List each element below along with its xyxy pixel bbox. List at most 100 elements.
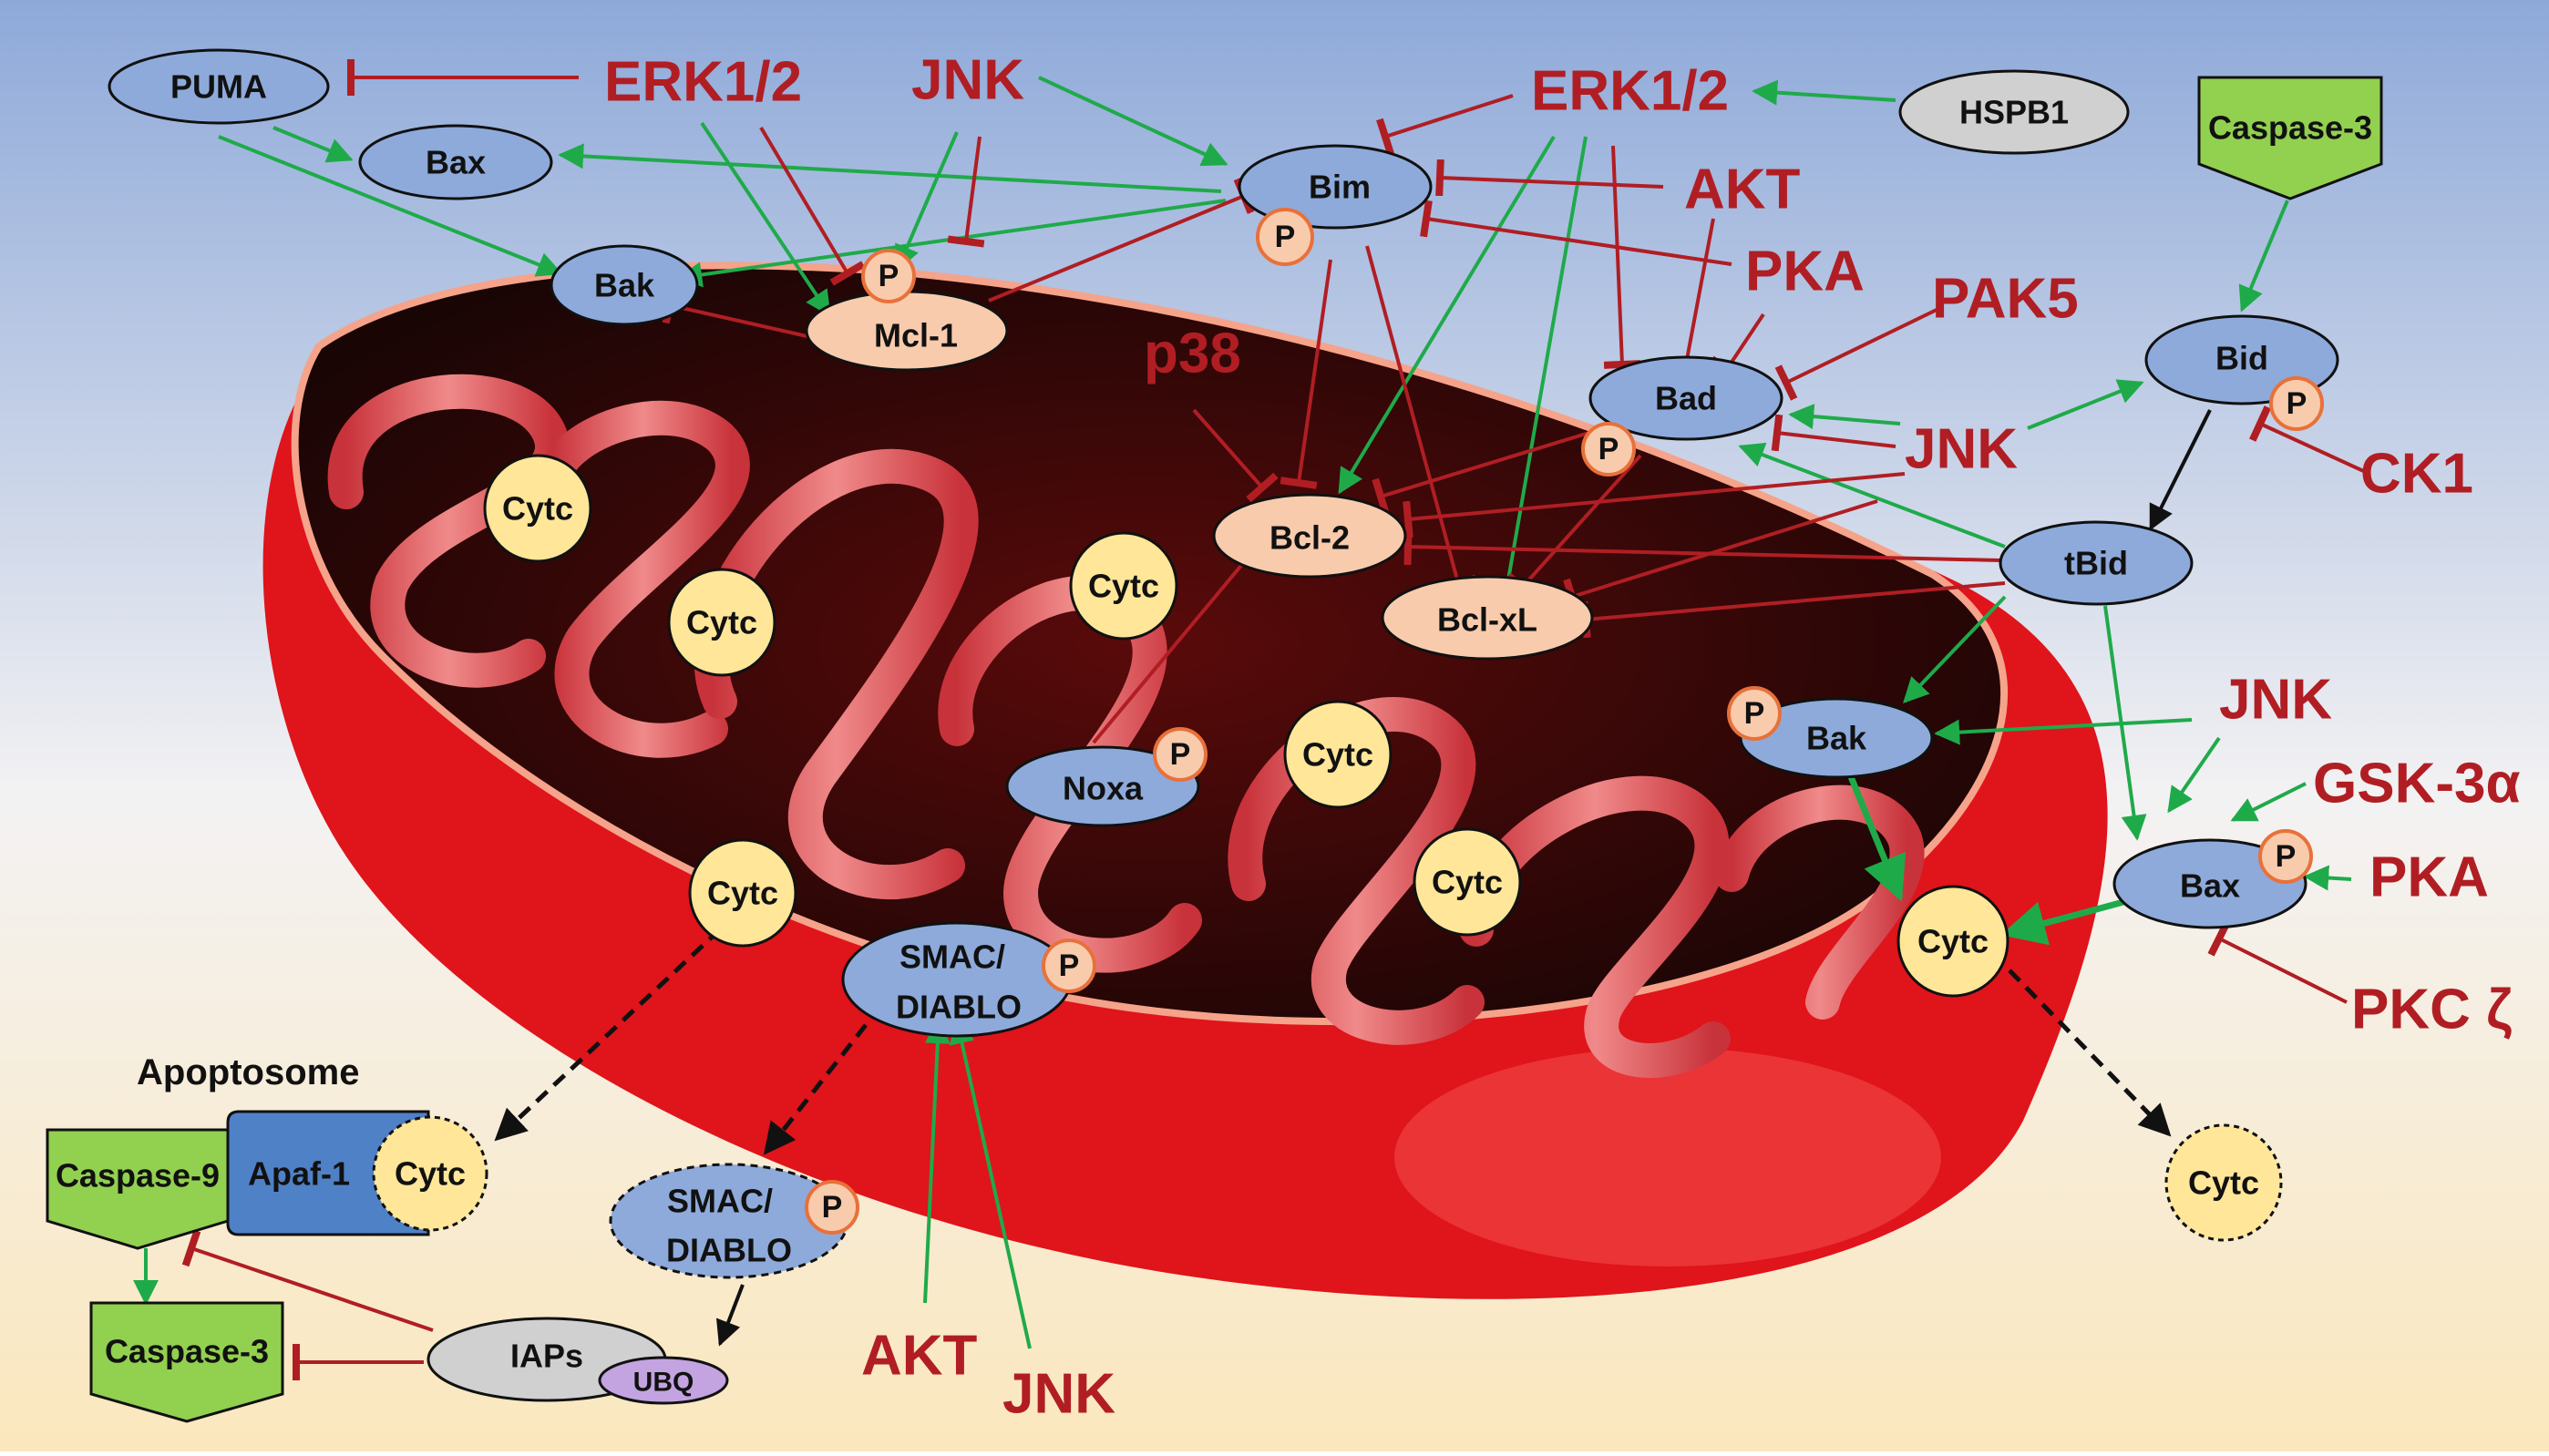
inhibit-bad-bcl2 [1372, 426, 1605, 516]
kinase-akt-top: AKT [1684, 159, 1801, 221]
cytc-7 [1896, 885, 2009, 998]
label-bak-top: Bak [594, 267, 655, 304]
release-cytc-right [2008, 969, 2172, 1137]
caspase9-shape [46, 1128, 230, 1250]
cytc-3 [1069, 531, 1178, 641]
cytc-label-released: Cytc [2188, 1164, 2259, 1202]
arrow-bak-cytc [1846, 773, 1907, 902]
arrow-jnk-bax [2167, 736, 2221, 814]
arrow-tbid-bak [1903, 595, 2007, 704]
dashed-arrows [494, 928, 2172, 1155]
label-bax-right: Bax [2180, 867, 2240, 905]
membrane-highlight [1394, 1048, 1941, 1266]
cytc-label-6: Cytc [707, 875, 778, 912]
arrow-jnk-bid [2027, 379, 2144, 430]
arrow-puma-bak [218, 135, 563, 277]
p-smac-inner: P [1059, 948, 1080, 983]
kinase-pka-top: PKA [1745, 241, 1865, 303]
label-hspb1: HSPB1 [1959, 94, 2069, 131]
label-bak-mid: Bak [1806, 720, 1867, 757]
bax-right-node [2112, 838, 2307, 929]
bcl2-node [1212, 493, 1407, 579]
kinase-ck1: CK1 [2360, 443, 2473, 506]
caspase3-top-shape [2197, 76, 2383, 200]
inhibit-pka-bim [1420, 200, 1732, 266]
label-noxa: Noxa [1063, 770, 1144, 807]
cytc-released [2164, 1123, 2283, 1242]
label-bad: Bad [1655, 380, 1717, 417]
p-smac-outer: P [822, 1190, 843, 1225]
phospho-bim [1256, 208, 1314, 266]
kinase-jnk-bottom: JNK [1002, 1363, 1115, 1426]
cytc-label-apoptosome: Cytc [395, 1155, 466, 1193]
label-bcl2: Bcl-2 [1269, 519, 1350, 557]
tbid-node [1999, 520, 2194, 606]
p-bax: P [2276, 839, 2297, 874]
phospho-badges [805, 208, 2324, 1235]
cytc-4 [1283, 700, 1393, 809]
inhibit-p38-bcl2 [1192, 408, 1279, 503]
cytc-labels: Cytc Cytc Cytc Cytc Cytc Cytc Cytc Cytc … [395, 490, 2259, 1202]
arrow-erk-bclxl [1495, 136, 1588, 609]
puma-node [108, 48, 330, 125]
kinase-pak5: PAK5 [1932, 268, 2079, 331]
label-caspase3-bottom: Caspase-3 [105, 1333, 269, 1370]
arrow-jnk-bak [1934, 718, 2193, 745]
caspase-shapes [46, 76, 2383, 1423]
inhibit-bad-bclxl [1506, 454, 1642, 603]
bak-mid-node [1739, 697, 1934, 779]
bak-top-node [550, 244, 699, 326]
arrow-bax-cytc [2000, 898, 2124, 946]
arrow-casp3-bid [2238, 200, 2289, 313]
cytc-label-3: Cytc [1088, 568, 1159, 605]
phospho-labels: P P P P P P P P P [822, 220, 2307, 1225]
inhibit-jnk-bad [1771, 414, 1896, 452]
inhibit-bim-bclxl [1365, 245, 1477, 592]
p-mcl1: P [879, 259, 899, 293]
bclxl-node [1381, 575, 1594, 661]
phospho-noxa [1153, 727, 1208, 782]
kinase-erk-right: ERK1/2 [1531, 60, 1729, 123]
p-bad: P [1598, 432, 1619, 467]
inhibit-pkc-bax [2207, 920, 2348, 1004]
caspase3-bottom-shape [89, 1301, 284, 1423]
cytc-2 [667, 568, 776, 677]
arrow-akt-smac [923, 1018, 951, 1304]
inhibit-pka-bad [1710, 313, 1765, 383]
phospho-bak [1727, 686, 1782, 741]
arrow-erk-mcl1 [700, 121, 831, 317]
label-smac-inner-2: DIABLO [896, 989, 1022, 1026]
label-bclxl: Bcl-xL [1437, 601, 1537, 639]
label-caspase9: Caspase-9 [56, 1157, 220, 1195]
inhibit-jnk-mcl1 [947, 136, 985, 248]
p-noxa: P [1170, 737, 1191, 772]
arrow-puma-bax [272, 126, 354, 163]
bad-node [1588, 355, 1783, 441]
activation-arrows [133, 76, 2352, 1349]
phospho-smac-inner [1042, 938, 1096, 993]
inhibit-jnk-bcl2 [1403, 472, 1906, 538]
phospho-smac-outer [805, 1180, 859, 1235]
kinase-pkcz: PKC ζ [2351, 979, 2513, 1041]
inhibit-tbid-bcl2 [1403, 528, 2001, 566]
label-iaps: IAPs [510, 1338, 583, 1375]
p-bak: P [1744, 696, 1765, 731]
cytc-label-7: Cytc [1917, 923, 1989, 960]
cytc-1 [483, 454, 592, 563]
cytc-release-arrows [1846, 773, 2124, 946]
arrow-smac-iaps [715, 1284, 745, 1347]
label-caspase3-top: Caspase-3 [2208, 109, 2372, 147]
label-bid: Bid [2215, 340, 2268, 377]
cytc-circles [372, 454, 2283, 1242]
kinase-jnk-top: JNK [911, 49, 1024, 112]
label-apaf1: Apaf-1 [248, 1155, 350, 1193]
cytc-label-4: Cytc [1302, 736, 1373, 774]
cytc-label-2: Cytc [686, 604, 757, 641]
cytc-label-1: Cytc [502, 490, 573, 528]
label-smac-outer-2: DIABLO [666, 1232, 792, 1269]
label-smac-inner-1: SMAC/ [899, 938, 1005, 976]
cytc-label-5: Cytc [1432, 864, 1503, 901]
inhibit-bak-mcl1 [662, 286, 812, 339]
cytc-apoptosome [372, 1115, 488, 1232]
